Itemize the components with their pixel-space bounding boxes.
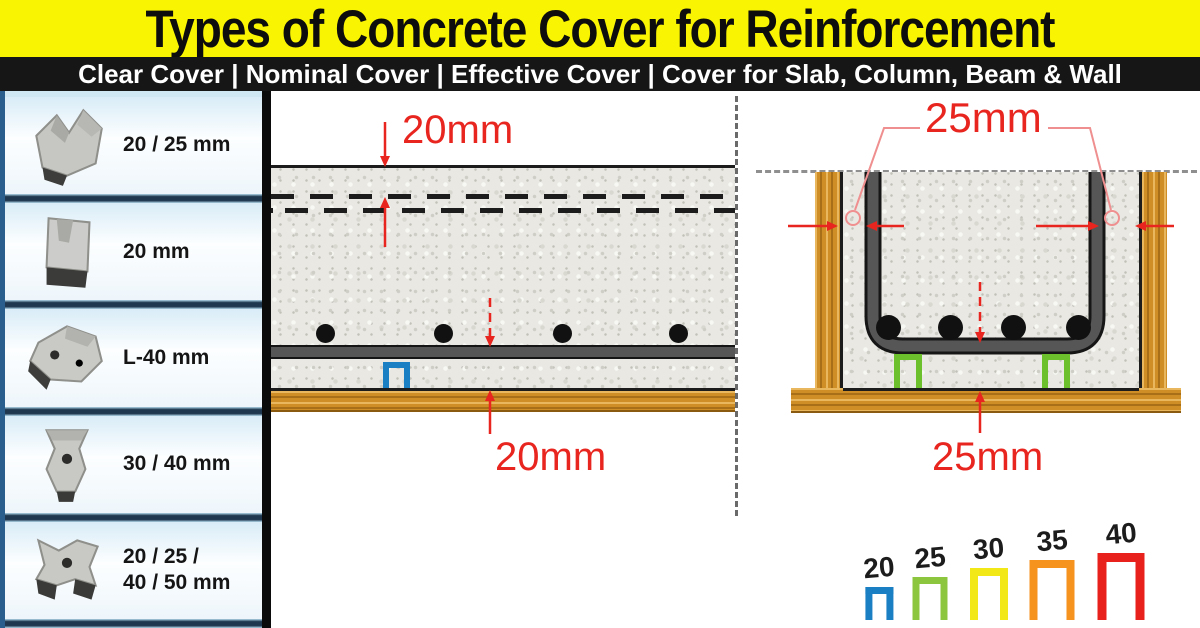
cover-block-sidebar: 20 / 25 mm 20 mm L-40 mm bbox=[0, 91, 262, 628]
sidebar-divider bbox=[5, 512, 262, 522]
beam-stirrup bbox=[864, 172, 1106, 355]
cover-block-row: 20 / 25 mm bbox=[5, 97, 262, 195]
spacer-block-photo bbox=[44, 429, 90, 503]
rebar-dot bbox=[938, 315, 963, 340]
cover-block-size-label: 30 / 40 mm bbox=[123, 452, 231, 476]
sidebar-divider bbox=[5, 194, 262, 204]
cover-block-shape bbox=[1029, 560, 1075, 620]
title-banner: Types of Concrete Cover for Reinforcemen… bbox=[0, 0, 1200, 59]
beam-cover-block-green bbox=[1042, 354, 1070, 388]
rebar-dot bbox=[553, 324, 572, 343]
cover-block-shape bbox=[912, 577, 948, 620]
slab-bottom-rebar-bar bbox=[271, 345, 735, 359]
cover-block-size-label: 20 mm bbox=[123, 239, 190, 263]
spacer-block-photo bbox=[45, 216, 91, 288]
legend-cover-block-25: 25 bbox=[912, 540, 948, 620]
beam-ground-dashed-line bbox=[756, 170, 1197, 173]
cover-block-row: L-40 mm bbox=[5, 309, 262, 407]
sidebar-divider bbox=[5, 619, 262, 628]
spacer-block-photo bbox=[34, 538, 100, 601]
beam-bottom-cover-dimension: 25mm bbox=[932, 435, 1044, 479]
slab-top-rebar-dashed-line bbox=[271, 208, 735, 213]
beam-formwork-plank-right bbox=[1142, 172, 1167, 390]
cover-block-row: 20 / 25 / 40 / 50 mm bbox=[5, 521, 262, 620]
cover-block-size-label: 20 / 25 / 40 / 50 mm bbox=[123, 545, 231, 595]
subtitle-banner: Clear Cover | Nominal Cover | Effective … bbox=[0, 57, 1200, 91]
slab-top-rebar-dashed-line bbox=[271, 194, 735, 199]
rebar-dot bbox=[876, 315, 901, 340]
rebar-dot bbox=[669, 324, 688, 343]
beam-form-face-line-left bbox=[840, 172, 843, 390]
cover-block-shape bbox=[970, 568, 1008, 620]
beam-formwork-plank-left bbox=[815, 172, 840, 390]
legend-cover-block-30: 30 bbox=[970, 531, 1008, 620]
rebar-dot bbox=[1066, 315, 1091, 340]
sidebar-divider bbox=[5, 300, 262, 310]
beam-form-face-line-right bbox=[1139, 172, 1142, 390]
beam-cover-block-green bbox=[894, 354, 922, 388]
cover-block-row: 30 / 40 mm bbox=[5, 415, 262, 513]
legend-size-label: 25 bbox=[913, 540, 947, 575]
slab-cover-block-blue bbox=[383, 362, 410, 388]
beam-form-face-line-bottom bbox=[843, 388, 1139, 391]
rebar-dot bbox=[316, 324, 335, 343]
legend-cover-block-35: 35 bbox=[1029, 523, 1075, 620]
beam-top-cover-dimension: 25mm bbox=[925, 94, 1042, 141]
spacer-block-photo bbox=[35, 108, 103, 186]
legend-size-label: 35 bbox=[1035, 523, 1069, 558]
cover-block-size-label: L-40 mm bbox=[123, 345, 210, 369]
legend-size-label: 20 bbox=[862, 550, 896, 585]
sidebar-main-divider bbox=[262, 91, 271, 628]
beam-formwork-plank-bottom bbox=[791, 388, 1181, 413]
slab-top-cover-dimension: 20mm bbox=[402, 108, 514, 152]
sidebar-divider bbox=[5, 406, 262, 416]
cover-block-size-label: 20 / 25 mm bbox=[123, 133, 231, 157]
cover-block-shape bbox=[1097, 553, 1145, 620]
page-title: Types of Concrete Cover for Reinforcemen… bbox=[145, 0, 1055, 59]
slab-section-cut-line bbox=[735, 96, 738, 516]
legend-size-label: 40 bbox=[1104, 516, 1138, 551]
slab-bottom-cover-dimension: 20mm bbox=[495, 435, 607, 479]
legend-cover-block-40: 40 bbox=[1097, 516, 1145, 620]
page-subtitle: Clear Cover | Nominal Cover | Effective … bbox=[78, 58, 1122, 89]
rebar-dot bbox=[434, 324, 453, 343]
cover-block-row: 20 mm bbox=[5, 203, 262, 301]
slab-formwork-plank bbox=[271, 388, 735, 412]
rebar-dot bbox=[1001, 315, 1026, 340]
spacer-block-photo bbox=[28, 325, 103, 390]
cover-block-shape bbox=[865, 587, 893, 620]
legend-cover-block-20: 20 bbox=[862, 550, 896, 620]
legend-size-label: 30 bbox=[972, 531, 1006, 566]
